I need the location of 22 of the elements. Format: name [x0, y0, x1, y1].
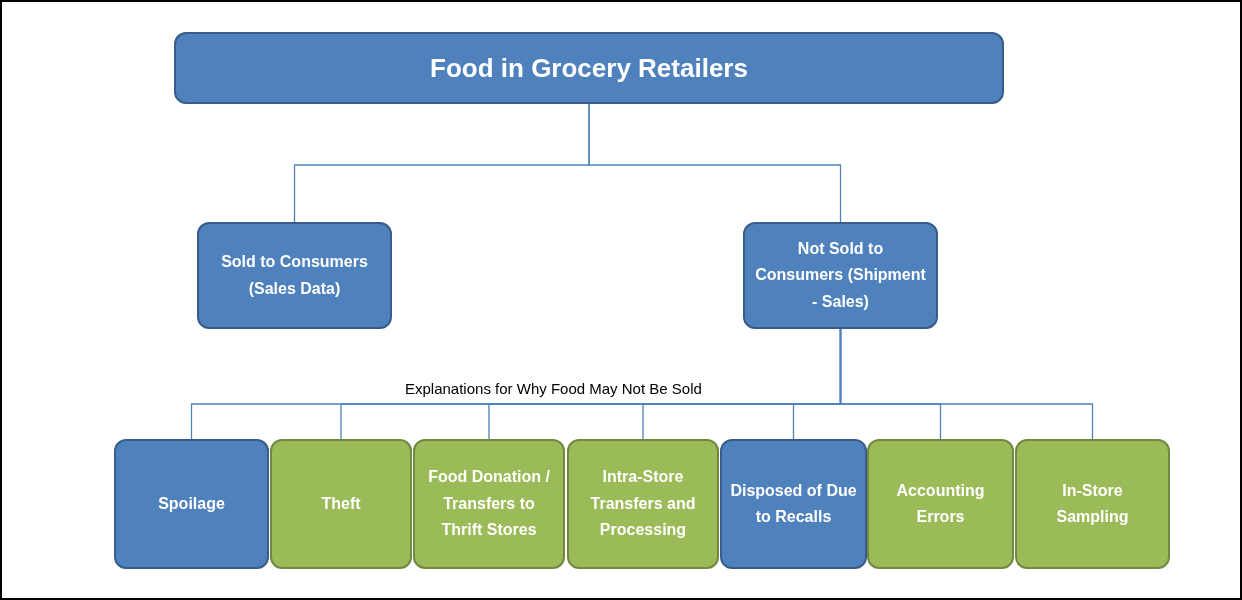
node-label: Not Sold to Consumers (Shipment - Sales) [754, 238, 927, 312]
process-box [1015, 439, 1170, 569]
node-label: Intra-Store Transfers and Processing [589, 467, 697, 541]
process-box [197, 222, 392, 329]
process-box [720, 439, 867, 569]
process-box [567, 439, 719, 569]
connector-line [588, 103, 842, 223]
process-box [867, 439, 1014, 569]
process-box [174, 32, 1004, 104]
node-label: Sold to Consumers (Sales Data) [220, 252, 369, 299]
process-box [413, 439, 565, 569]
node-label: Food in Grocery Retailers [430, 51, 748, 85]
connector-line [839, 328, 1094, 440]
node-label: Food Donation / Transfers to Thrift Stores [427, 467, 551, 541]
node-label: Disposed of Due to Recalls [730, 480, 857, 527]
process-box [270, 439, 412, 569]
node-label: Theft [321, 493, 361, 514]
process-box [114, 439, 269, 569]
process-box [743, 222, 938, 329]
node-label: Spoilage [158, 493, 225, 514]
node-label: Accounting Errors [895, 480, 986, 527]
node-label: In-Store Sampling [1055, 480, 1130, 527]
